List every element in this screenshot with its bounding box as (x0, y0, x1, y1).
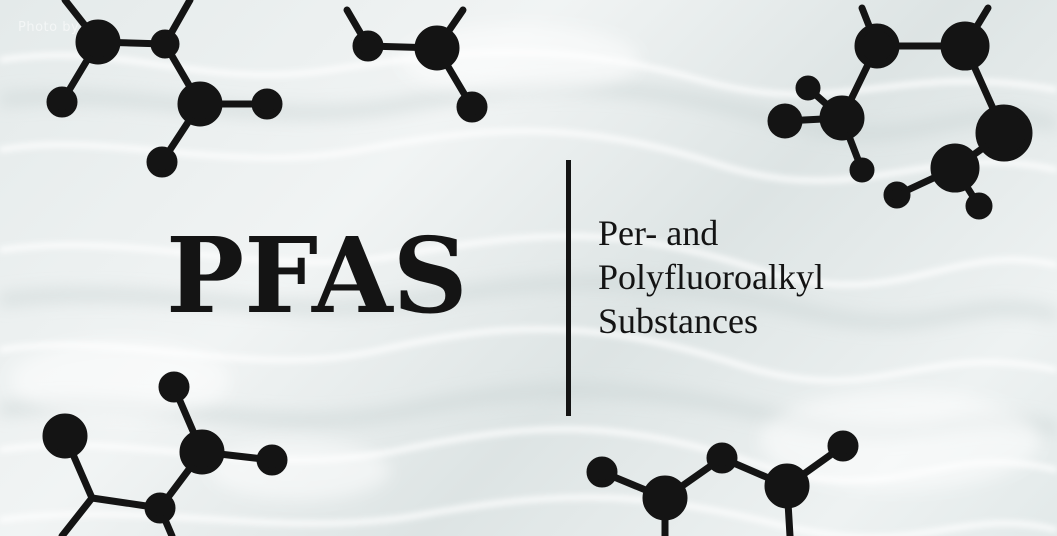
vertical-divider (566, 160, 571, 416)
molecule-icon (46, 0, 283, 178)
molecule-icon (586, 430, 859, 536)
photo-credit-watermark: Photo by ... (18, 20, 98, 35)
pfas-acronym-title: PFAS (166, 214, 468, 337)
pfas-full-name: Per- and Polyfluoroalkyl Substances (598, 211, 1018, 343)
full-name-line: Polyfluoroalkyl (598, 257, 824, 297)
full-name-line: Per- and (598, 213, 719, 253)
molecule-icon (343, 6, 488, 123)
full-name-line: Substances (598, 301, 758, 341)
molecule-icon (767, 4, 1033, 220)
molecule-icon (42, 371, 288, 536)
